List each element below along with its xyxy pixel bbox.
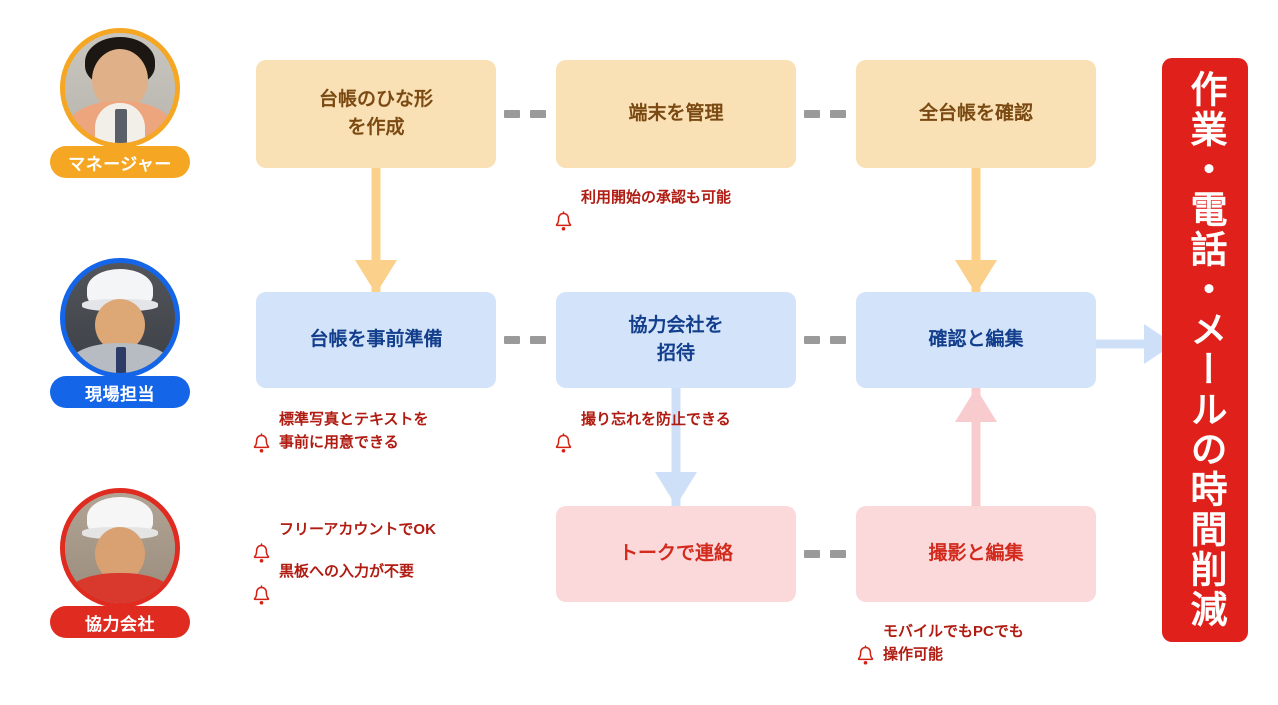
persona-site-label: 現場担当 xyxy=(50,376,190,408)
avatar-manager xyxy=(60,28,180,148)
box-talk[interactable]: トークで連絡 xyxy=(556,506,796,602)
bell-icon xyxy=(252,410,271,453)
bell-icon xyxy=(252,562,271,605)
dash-segment xyxy=(830,336,846,344)
persona-manager-label: マネージャー xyxy=(50,146,190,178)
box-review[interactable]: 確認と編集 xyxy=(856,292,1096,388)
note-mobilepc-text: モバイルでもPCでも 操作可能 xyxy=(883,623,1024,664)
bell-icon xyxy=(554,188,573,231)
avatar-partner-image xyxy=(65,493,175,603)
note-blackboard: 黒板への入力が不要 xyxy=(252,560,532,605)
dash-segment xyxy=(530,110,546,118)
dash-segment xyxy=(804,110,820,118)
note-forget: 撮り忘れを防止できる xyxy=(554,408,834,453)
dash-segment xyxy=(504,336,520,344)
note-blackboard-text: 黒板への入力が不要 xyxy=(279,563,415,580)
arrow-template-to-prepare xyxy=(355,160,397,300)
persona-manager: マネージャー xyxy=(50,28,190,178)
avatar-site xyxy=(60,258,180,378)
box-template[interactable]: 台帳のひな形 を作成 xyxy=(256,60,496,168)
note-standard: 標準写真とテキストを 事前に用意できる xyxy=(252,408,532,455)
connector-device-allbooks xyxy=(804,110,846,118)
box-allbooks[interactable]: 全台帳を確認 xyxy=(856,60,1096,168)
avatar-site-image xyxy=(65,263,175,373)
arrow-photo-to-review xyxy=(955,388,997,510)
persona-site: 現場担当 xyxy=(50,258,190,408)
dash-segment xyxy=(504,110,520,118)
avatar-partner xyxy=(60,488,180,608)
connector-talk-photo xyxy=(804,550,846,558)
box-prepare[interactable]: 台帳を事前準備 xyxy=(256,292,496,388)
connector-invite-review xyxy=(804,336,846,344)
note-freeacct-text: フリーアカウントでOK xyxy=(279,521,436,538)
note-standard-text: 標準写真とテキストを 事前に用意できる xyxy=(279,411,429,452)
note-forget-text: 撮り忘れを防止できる xyxy=(581,411,731,428)
result-banner-text: 作業・電話・メールの時間削減 xyxy=(1184,70,1226,630)
avatar-manager-image xyxy=(65,33,175,143)
dash-segment xyxy=(830,110,846,118)
note-mobilepc: モバイルでもPCでも 操作可能 xyxy=(856,620,1136,667)
dash-segment xyxy=(530,336,546,344)
bell-icon xyxy=(856,622,875,665)
box-device[interactable]: 端末を管理 xyxy=(556,60,796,168)
note-approval: 利用開始の承認も可能 xyxy=(554,186,844,231)
connector-template-device xyxy=(504,110,546,118)
note-freeacct: フリーアカウントでOK xyxy=(252,518,532,563)
connector-prepare-invite xyxy=(504,336,546,344)
dash-segment xyxy=(830,550,846,558)
arrow-allbooks-to-review xyxy=(955,160,997,300)
dash-segment xyxy=(804,336,820,344)
persona-partner-label: 協力会社 xyxy=(50,606,190,638)
result-banner: 作業・電話・メールの時間削減 xyxy=(1162,58,1248,642)
dash-segment xyxy=(804,550,820,558)
persona-partner: 協力会社 xyxy=(50,488,190,638)
box-invite[interactable]: 協力会社を 招待 xyxy=(556,292,796,388)
bell-icon xyxy=(252,520,271,563)
bell-icon xyxy=(554,410,573,453)
note-approval-text: 利用開始の承認も可能 xyxy=(581,189,732,206)
box-photo[interactable]: 撮影と編集 xyxy=(856,506,1096,602)
arrow-invite-to-talk xyxy=(655,388,697,510)
